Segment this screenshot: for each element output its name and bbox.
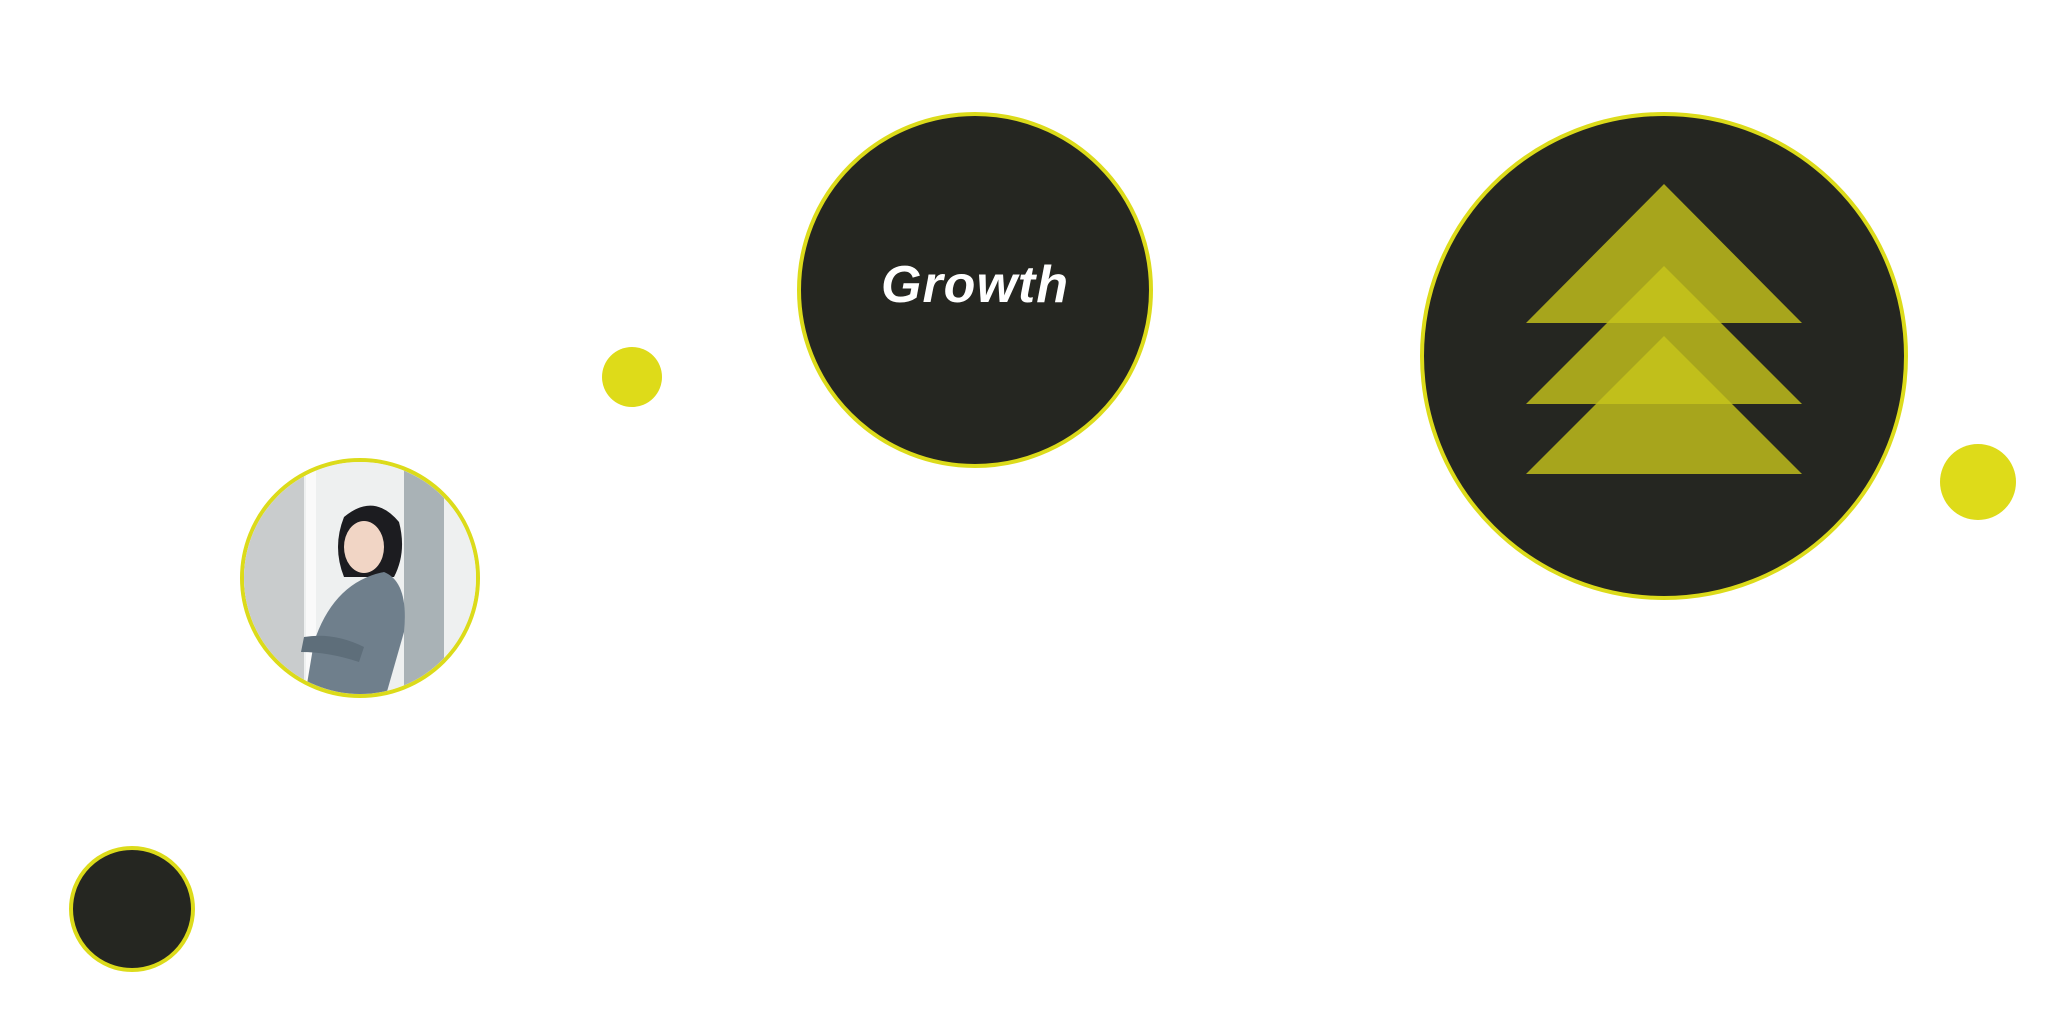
profile-photo xyxy=(240,458,480,698)
growth-badge: Growth xyxy=(797,112,1153,468)
woman-portrait-image xyxy=(244,462,476,694)
decorative-circle xyxy=(69,846,195,972)
accent-dot xyxy=(1940,444,2016,520)
growth-label: Growth xyxy=(881,256,1069,314)
accent-dot xyxy=(602,347,662,407)
chevron-up-stack-icon xyxy=(1526,184,1802,474)
growth-arrows-badge xyxy=(1420,112,1908,600)
